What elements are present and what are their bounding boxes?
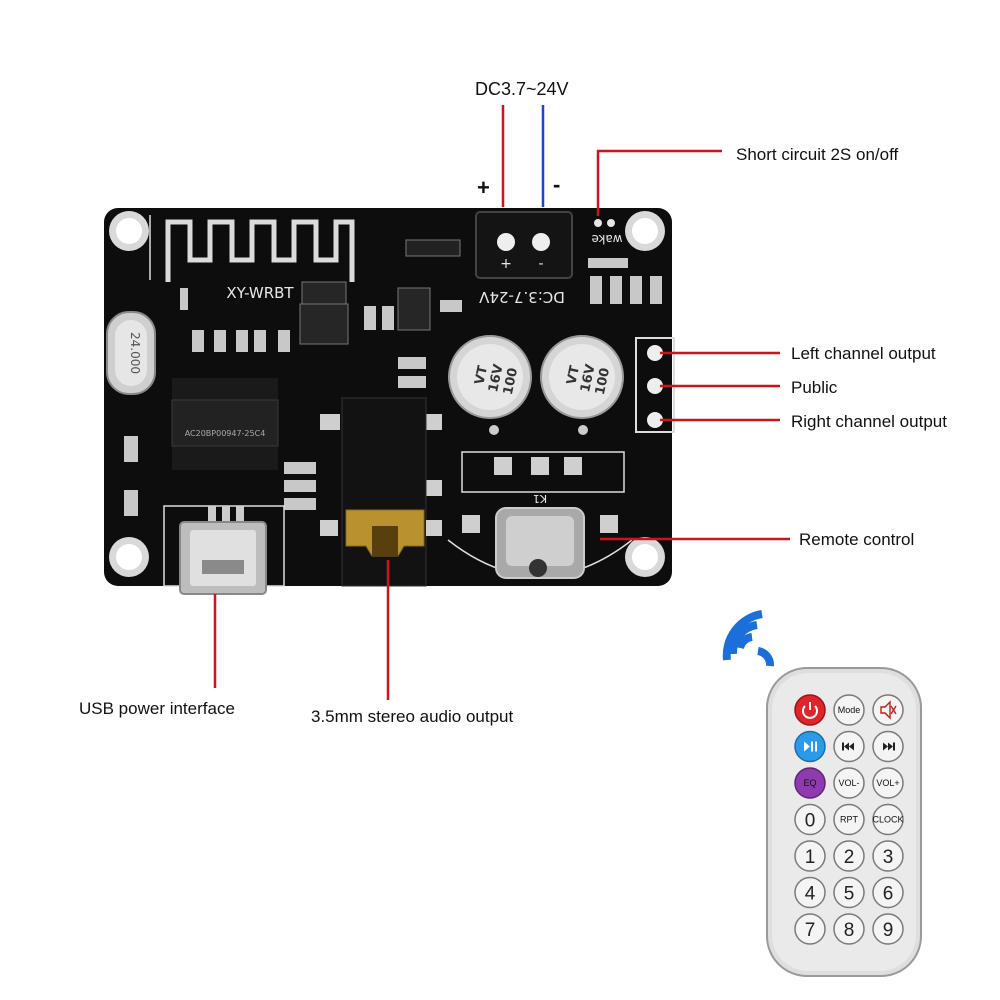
remote-button[interactable]: 1 xyxy=(794,840,826,872)
remote-button-label: RPT xyxy=(840,815,859,825)
remote-control-callout: Remote control xyxy=(799,530,915,549)
terminal-minus-marking: - xyxy=(538,256,543,272)
chip-marking: AC20BP00947-25C4 xyxy=(185,429,266,438)
plus-sign: + xyxy=(477,175,490,200)
remote-button-label: 4 xyxy=(805,884,816,905)
minus-sign: - xyxy=(553,172,561,197)
remote-button[interactable] xyxy=(872,694,904,726)
dc-voltage-marking: DC:3.7-24V xyxy=(478,288,564,306)
remote-button-label: CLOCK xyxy=(872,815,903,825)
audio-jack xyxy=(320,397,442,587)
smd-components xyxy=(124,239,662,516)
wake-pad xyxy=(607,219,615,227)
output-header xyxy=(635,337,675,433)
terminal-plus-marking: + xyxy=(500,256,512,272)
usb-callout: USB power interface xyxy=(79,699,235,718)
cap-voltage: 16V xyxy=(486,363,507,394)
remote-button[interactable] xyxy=(794,730,826,763)
crystal-oscillator: 24.000 xyxy=(106,311,156,395)
remote-button[interactable] xyxy=(794,694,826,726)
remote-button-label: 8 xyxy=(844,920,855,941)
remote-button[interactable]: 8 xyxy=(833,913,865,945)
remote-button[interactable]: 7 xyxy=(794,913,826,945)
ir-receiver: K1 xyxy=(447,451,633,579)
play-pause-icon xyxy=(804,741,817,752)
crystal-marking: 24.000 xyxy=(128,332,142,374)
wake-leader-line xyxy=(596,149,722,216)
pcb-antenna xyxy=(165,219,355,282)
remote-button[interactable]: 6 xyxy=(872,876,904,909)
remote-button-label: 3 xyxy=(883,847,894,868)
remote-button[interactable]: CLOCK xyxy=(872,803,904,836)
wake-pad xyxy=(594,219,602,227)
right-channel-pin xyxy=(647,412,663,428)
usb-port xyxy=(163,505,285,595)
supply-voltage-label: DC3.7~24V xyxy=(475,79,569,99)
remote-button[interactable]: 5 xyxy=(833,876,865,909)
model-marking: XY-WRBT xyxy=(226,284,294,302)
remote-button[interactable]: Mode xyxy=(833,694,865,726)
bluetooth-chip: AC20BP00947-25C4 xyxy=(171,378,279,470)
cap-value: 100 xyxy=(501,367,521,397)
remote-button-label: 5 xyxy=(844,884,855,905)
public-callout: Public xyxy=(791,378,838,397)
wake-marking: wake xyxy=(591,232,622,246)
leader-lines xyxy=(213,105,790,700)
audio-output-callout: 3.5mm stereo audio output xyxy=(311,707,514,726)
remote-button[interactable]: VOL- xyxy=(833,767,865,799)
remote-button[interactable]: RPT xyxy=(833,803,865,836)
remote-button[interactable]: VOL+ xyxy=(872,767,904,799)
prev-icon xyxy=(842,742,854,751)
left-channel-pin xyxy=(647,345,663,361)
public-pin xyxy=(647,378,663,394)
remote-button[interactable]: 2 xyxy=(833,840,865,872)
capacitor-right: 100 16V VT xyxy=(540,335,624,419)
cap-series: VT xyxy=(472,364,491,386)
remote-button[interactable] xyxy=(872,730,904,763)
remote-button[interactable]: 3 xyxy=(872,840,904,872)
capacitor-left: 100 16V VT xyxy=(448,335,532,419)
remote-button-label: 1 xyxy=(805,847,816,868)
remote-button[interactable]: 4 xyxy=(794,876,826,909)
dc-terminal-block: + - xyxy=(475,211,573,279)
right-channel-callout: Right channel output xyxy=(791,412,947,431)
remote-button-label: VOL+ xyxy=(876,778,899,788)
signal-icon xyxy=(722,610,775,667)
remote-button-label: 0 xyxy=(805,811,816,832)
cap-series: VT xyxy=(564,364,583,386)
remote-button-label: 2 xyxy=(844,847,855,868)
cap-value: 100 xyxy=(593,367,613,397)
power-icon xyxy=(802,702,818,719)
remote-button-label: 7 xyxy=(805,920,816,941)
wake-callout: Short circuit 2S on/off xyxy=(736,145,899,164)
remote-button-label: 9 xyxy=(883,920,894,941)
mounting-hole xyxy=(109,537,149,577)
remote-button-label: VOL- xyxy=(838,778,859,788)
remote-button[interactable]: 0 xyxy=(794,803,826,836)
remote-button[interactable]: EQ xyxy=(794,767,826,799)
remote-button[interactable] xyxy=(833,730,865,763)
mounting-hole xyxy=(109,211,149,251)
mute-icon xyxy=(880,700,897,720)
remote-button[interactable]: 9 xyxy=(872,913,904,945)
k1-marking: K1 xyxy=(533,492,547,505)
remote-button-label: Mode xyxy=(838,705,861,715)
left-channel-callout: Left channel output xyxy=(791,344,936,363)
cap-voltage: 16V xyxy=(578,363,599,394)
mounting-hole xyxy=(625,537,665,577)
next-icon xyxy=(883,742,895,751)
remote-button-label: EQ xyxy=(803,778,816,788)
mounting-hole xyxy=(625,211,665,251)
pcb-board: + - wake XY-WRBT DC:3.7-24V 24.000 AC20B… xyxy=(104,208,675,595)
remote-button-label: 6 xyxy=(883,884,894,905)
